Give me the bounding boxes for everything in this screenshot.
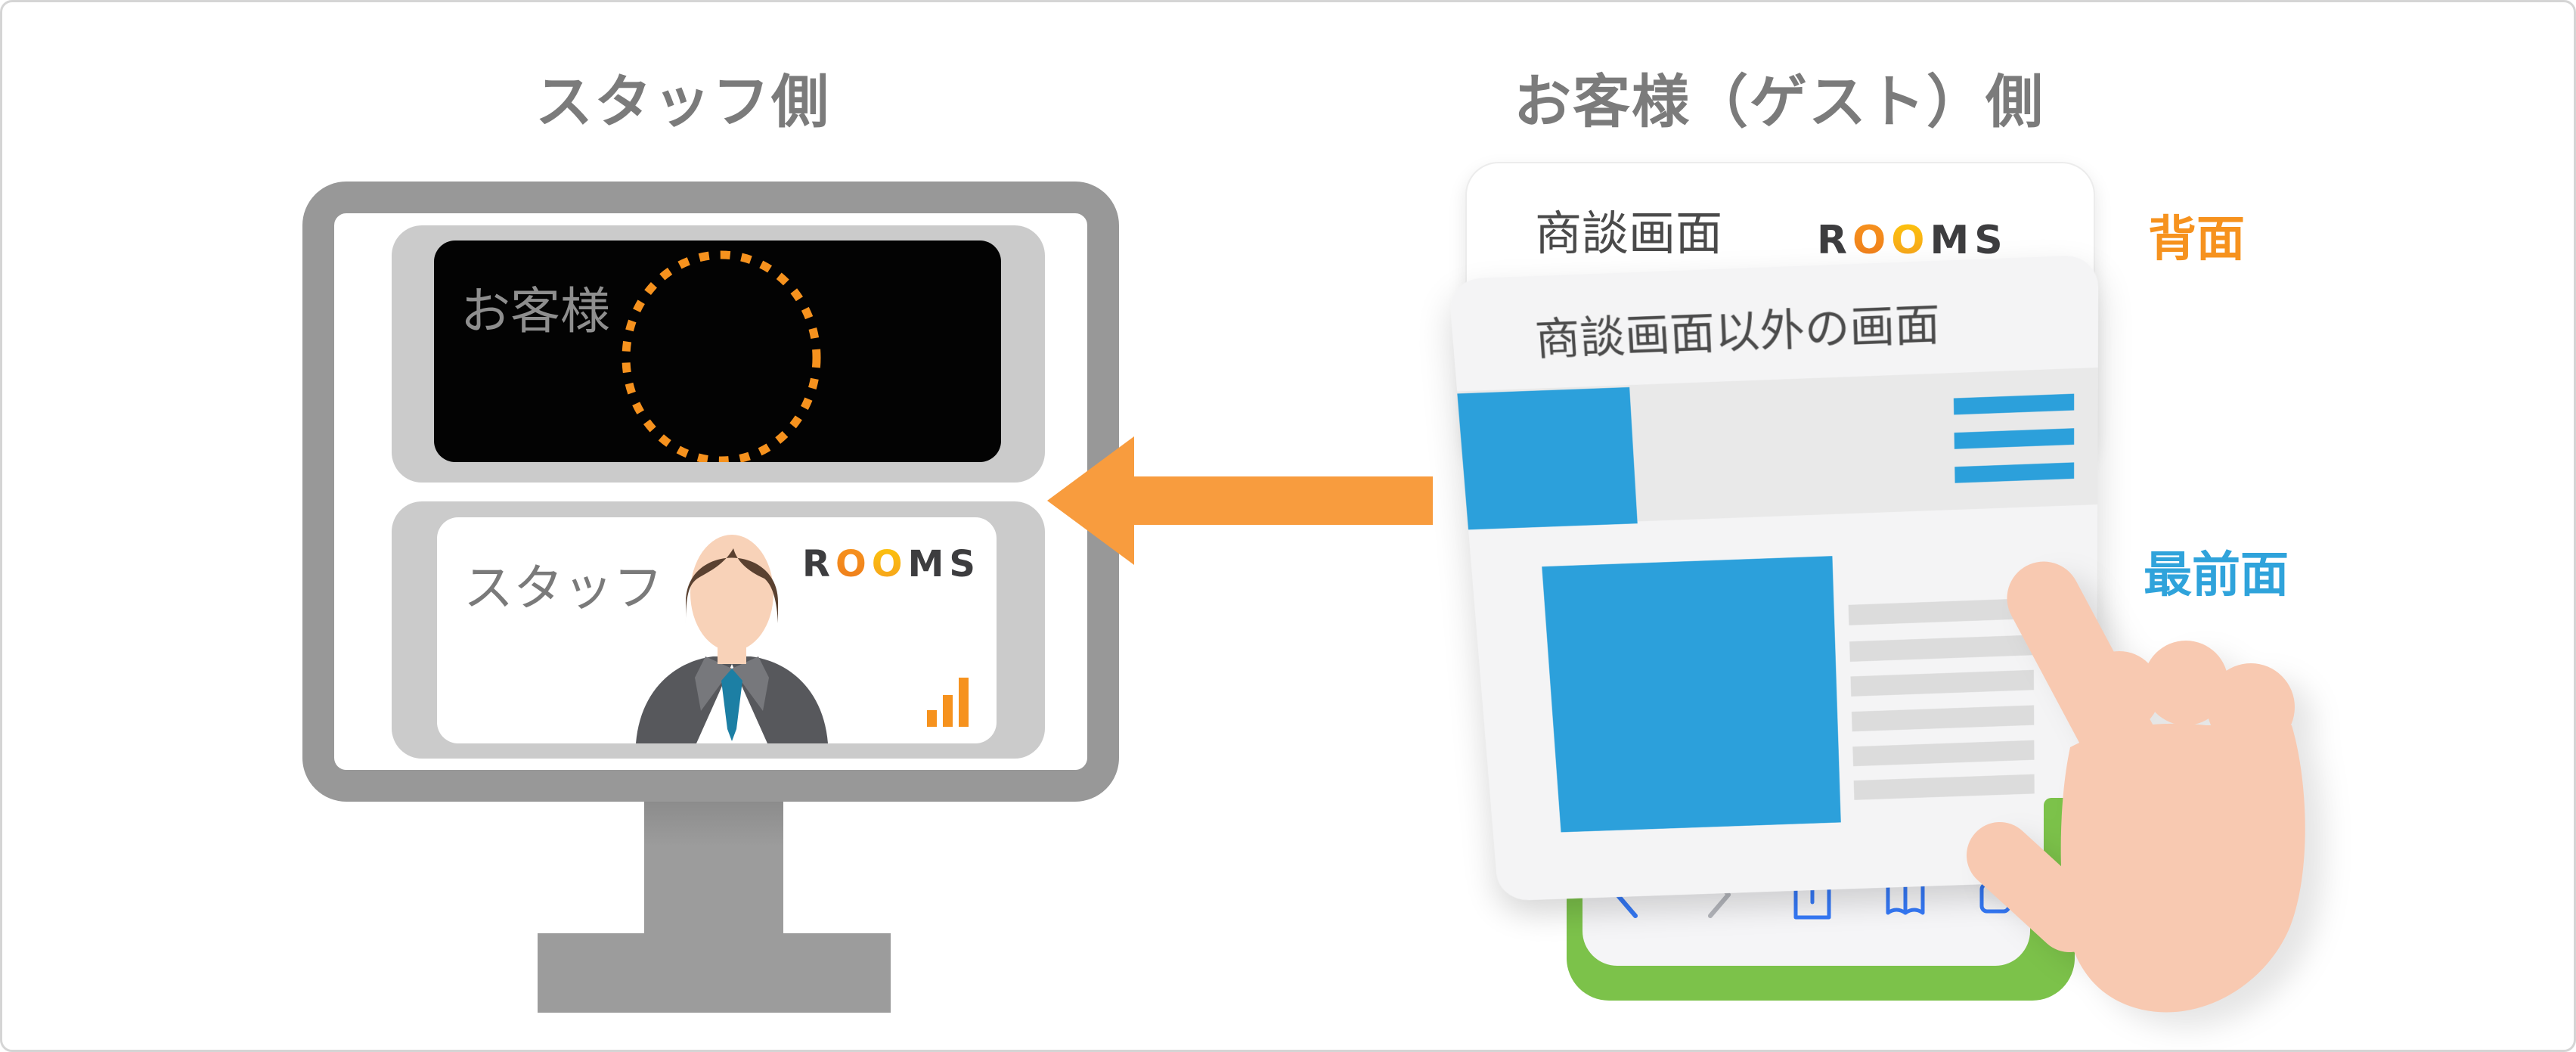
other-screen-title: 商談画面以外の画面 [1533,299,1941,366]
remote-video-label: お客様 [460,282,610,340]
pointing-hand-icon [1915,554,2384,1050]
self-video-label: スタッフ [463,559,663,617]
signal-bars-icon [927,678,969,727]
meeting-screen-title: 商談画面 [1535,206,1723,261]
monitor-stand-neck [644,799,783,935]
site-logo-placeholder [1457,386,1638,530]
guest-side-title: お客様（ゲスト）側 [1514,68,2044,135]
staff-side-title: スタッフ側 [535,68,830,135]
rooms-logo-phone: ROOMS [1817,218,2008,263]
self-video-screen: スタッフ ROOMS [437,517,997,743]
transfer-arrow-icon [1038,433,1439,569]
rooms-logo: ROOMS [802,543,981,585]
staff-avatar [622,523,842,743]
back-layer-label: 背面 [2148,212,2245,268]
face-placeholder-dotted-circle [612,244,831,462]
page-image-placeholder [1542,556,1841,833]
front-layer-label: 最前面 [2144,548,2289,604]
remote-video-screen: お客様 [434,241,1001,462]
monitor-stand-base [538,933,891,1013]
